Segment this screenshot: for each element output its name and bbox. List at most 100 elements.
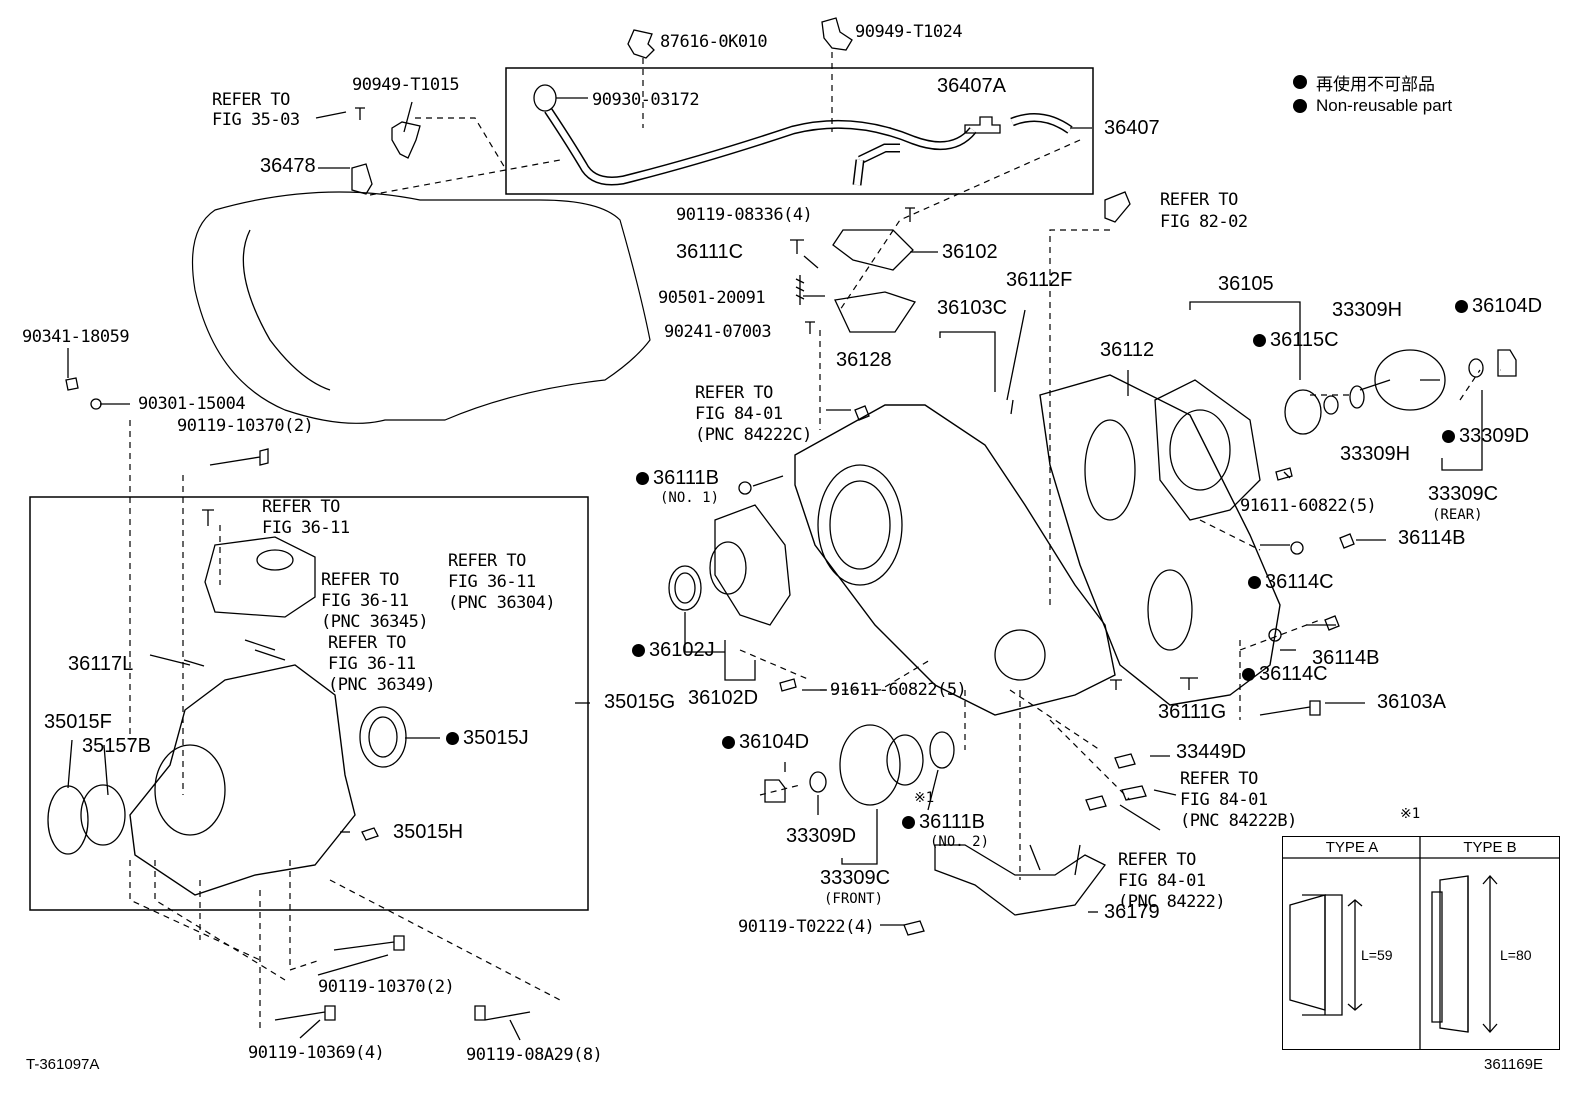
- ref-36-11c-c: (PNC 36345): [321, 612, 429, 632]
- type-b-header: TYPE B: [1463, 839, 1517, 856]
- label-36112f: 36112F: [1006, 269, 1073, 291]
- type-table-mark: ※1: [1400, 806, 1421, 822]
- label-36104d-left: 36104D: [722, 732, 809, 752]
- label-90119-10370-bottom: 90119-10370(2): [318, 977, 455, 997]
- label-90241: 90241-07003: [664, 322, 772, 342]
- ref-84-01b-c: (PNC 84222B): [1180, 811, 1297, 831]
- ref-84-01b-b: FIG 84-01: [1180, 790, 1268, 810]
- sub-no1: (NO. 1): [660, 490, 720, 506]
- label-90949-t1024: 90949-T1024: [855, 22, 963, 42]
- ref-36-11c-b: FIG 36-11: [321, 591, 409, 611]
- legend-jp: 再使用不可部品: [1316, 75, 1435, 94]
- label-36179: 36179: [1104, 901, 1160, 923]
- label-33309h-bottom: 33309H: [1340, 443, 1411, 465]
- label-36103c: 36103C: [937, 297, 1008, 319]
- label-36102j: 36102J: [632, 640, 715, 660]
- label-36111b-no2: 36111B: [902, 812, 985, 832]
- label-91611-bottom: 91611-60822(5): [830, 680, 967, 700]
- label-36117l: 36117L: [68, 653, 134, 675]
- non-reusable-dot: [1442, 430, 1455, 443]
- ref-36-11d-b: FIG 36-11: [328, 654, 416, 674]
- ref-84-01c-b: FIG 84-01: [1118, 871, 1206, 891]
- label-33309c-front: 33309C: [820, 867, 891, 889]
- label-33309d-left: 33309D: [786, 825, 857, 847]
- sub-front: (FRONT): [824, 891, 884, 907]
- label-35157b: 35157B: [82, 735, 151, 757]
- label-90949-t1015: 90949-T1015: [352, 75, 460, 95]
- label-90501: 90501-20091: [658, 288, 766, 308]
- non-reusable-dot: [636, 472, 649, 485]
- ref-84-01c-c: (PNC 84222): [1118, 892, 1226, 912]
- label-36112: 36112: [1100, 339, 1155, 361]
- ref-35-03-b: FIG 35-03: [212, 110, 300, 130]
- non-reusable-dot: [1455, 300, 1468, 313]
- label-36407a: 36407A: [937, 75, 1006, 97]
- non-reusable-dot: [722, 736, 735, 749]
- non-reusable-dot: [446, 732, 459, 745]
- ref-36-11a-a: REFER TO: [262, 497, 340, 517]
- ref-84-01b-a: REFER TO: [1180, 769, 1258, 789]
- label-90119-10369: 90119-10369(4): [248, 1043, 385, 1063]
- type-table: TYPE A TYPE B L=59 L=80: [1282, 836, 1560, 1050]
- ref-84-01a-a: REFER TO: [695, 383, 773, 403]
- ref-36-11b-b: FIG 36-11: [448, 572, 536, 592]
- non-reusable-dot: [1253, 334, 1266, 347]
- label-91611-top: 91611-60822(5): [1240, 496, 1377, 516]
- label-36478: 36478: [260, 155, 316, 177]
- ref-35-03-a: REFER TO: [212, 90, 290, 110]
- ref-82-02-b: FIG 82-02: [1160, 212, 1248, 232]
- label-36114b-top: 36114B: [1398, 527, 1466, 549]
- label-90119-10370-top: 90119-10370(2): [177, 416, 314, 436]
- note-mark-1: ※1: [914, 790, 935, 806]
- label-36104d-right: 36104D: [1455, 296, 1542, 316]
- ref-36-11d-c: (PNC 36349): [328, 675, 436, 695]
- label-36102: 36102: [942, 241, 998, 263]
- label-35015g: 35015G: [604, 691, 676, 713]
- non-reusable-dot: [632, 644, 645, 657]
- label-90341: 90341-18059: [22, 327, 130, 347]
- type-a-length: L=59: [1361, 947, 1393, 963]
- label-90119-08336: 90119-08336(4): [676, 205, 813, 225]
- label-36103a: 36103A: [1377, 691, 1446, 713]
- label-36114c-bottom: 36114C: [1242, 664, 1328, 684]
- label-87616: 87616-0K010: [660, 32, 768, 52]
- sub-no2: (NO. 2): [930, 834, 990, 850]
- label-36115c: 36115C: [1253, 330, 1339, 350]
- label-33309d-right: 33309D: [1442, 426, 1529, 446]
- label-36111g: 36111G: [1158, 701, 1227, 723]
- label-33309h-top: 33309H: [1332, 299, 1403, 321]
- label-90119-t0222: 90119-T0222(4): [738, 917, 875, 937]
- type-a-header: TYPE A: [1325, 839, 1379, 856]
- label-36114c-top: 36114C: [1248, 572, 1334, 592]
- label-36128: 36128: [836, 349, 892, 371]
- ref-36-11b-a: REFER TO: [448, 551, 526, 571]
- label-90119-08a29: 90119-08A29(8): [466, 1045, 603, 1065]
- label-36111b-no1: 36111B: [636, 468, 719, 488]
- ref-36-11c-a: REFER TO: [321, 570, 399, 590]
- non-reusable-dot: [902, 816, 915, 829]
- code-bottom-right: 361169E: [1484, 1056, 1543, 1073]
- label-36102d: 36102D: [688, 687, 759, 709]
- label-90301: 90301-15004: [138, 394, 246, 414]
- label-33309c-rear: 33309C: [1428, 483, 1499, 505]
- code-bottom-left: T-361097A: [26, 1056, 100, 1073]
- label-90930: 90930-03172: [592, 90, 700, 110]
- non-reusable-dot: [1242, 668, 1255, 681]
- label-33449d: 33449D: [1176, 741, 1247, 763]
- label-36114b-bottom: 36114B: [1312, 647, 1380, 669]
- label-35015j: 35015J: [446, 728, 529, 748]
- label-36407: 36407: [1104, 117, 1160, 139]
- ref-84-01c-a: REFER TO: [1118, 850, 1196, 870]
- ref-82-02-a: REFER TO: [1160, 190, 1238, 210]
- ref-36-11a-b: FIG 36-11: [262, 518, 350, 538]
- non-reusable-dot: [1248, 576, 1261, 589]
- ref-36-11b-c: (PNC 36304): [448, 593, 556, 613]
- ref-84-01a-b: FIG 84-01: [695, 404, 783, 424]
- ref-36-11d-a: REFER TO: [328, 633, 406, 653]
- sub-rear: (REAR): [1432, 507, 1483, 523]
- label-36105: 36105: [1218, 273, 1274, 295]
- legend-en: Non-reusable part: [1316, 96, 1453, 115]
- type-b-length: L=80: [1500, 947, 1532, 963]
- label-36111c: 36111C: [676, 241, 744, 263]
- label-35015h: 35015H: [393, 821, 464, 843]
